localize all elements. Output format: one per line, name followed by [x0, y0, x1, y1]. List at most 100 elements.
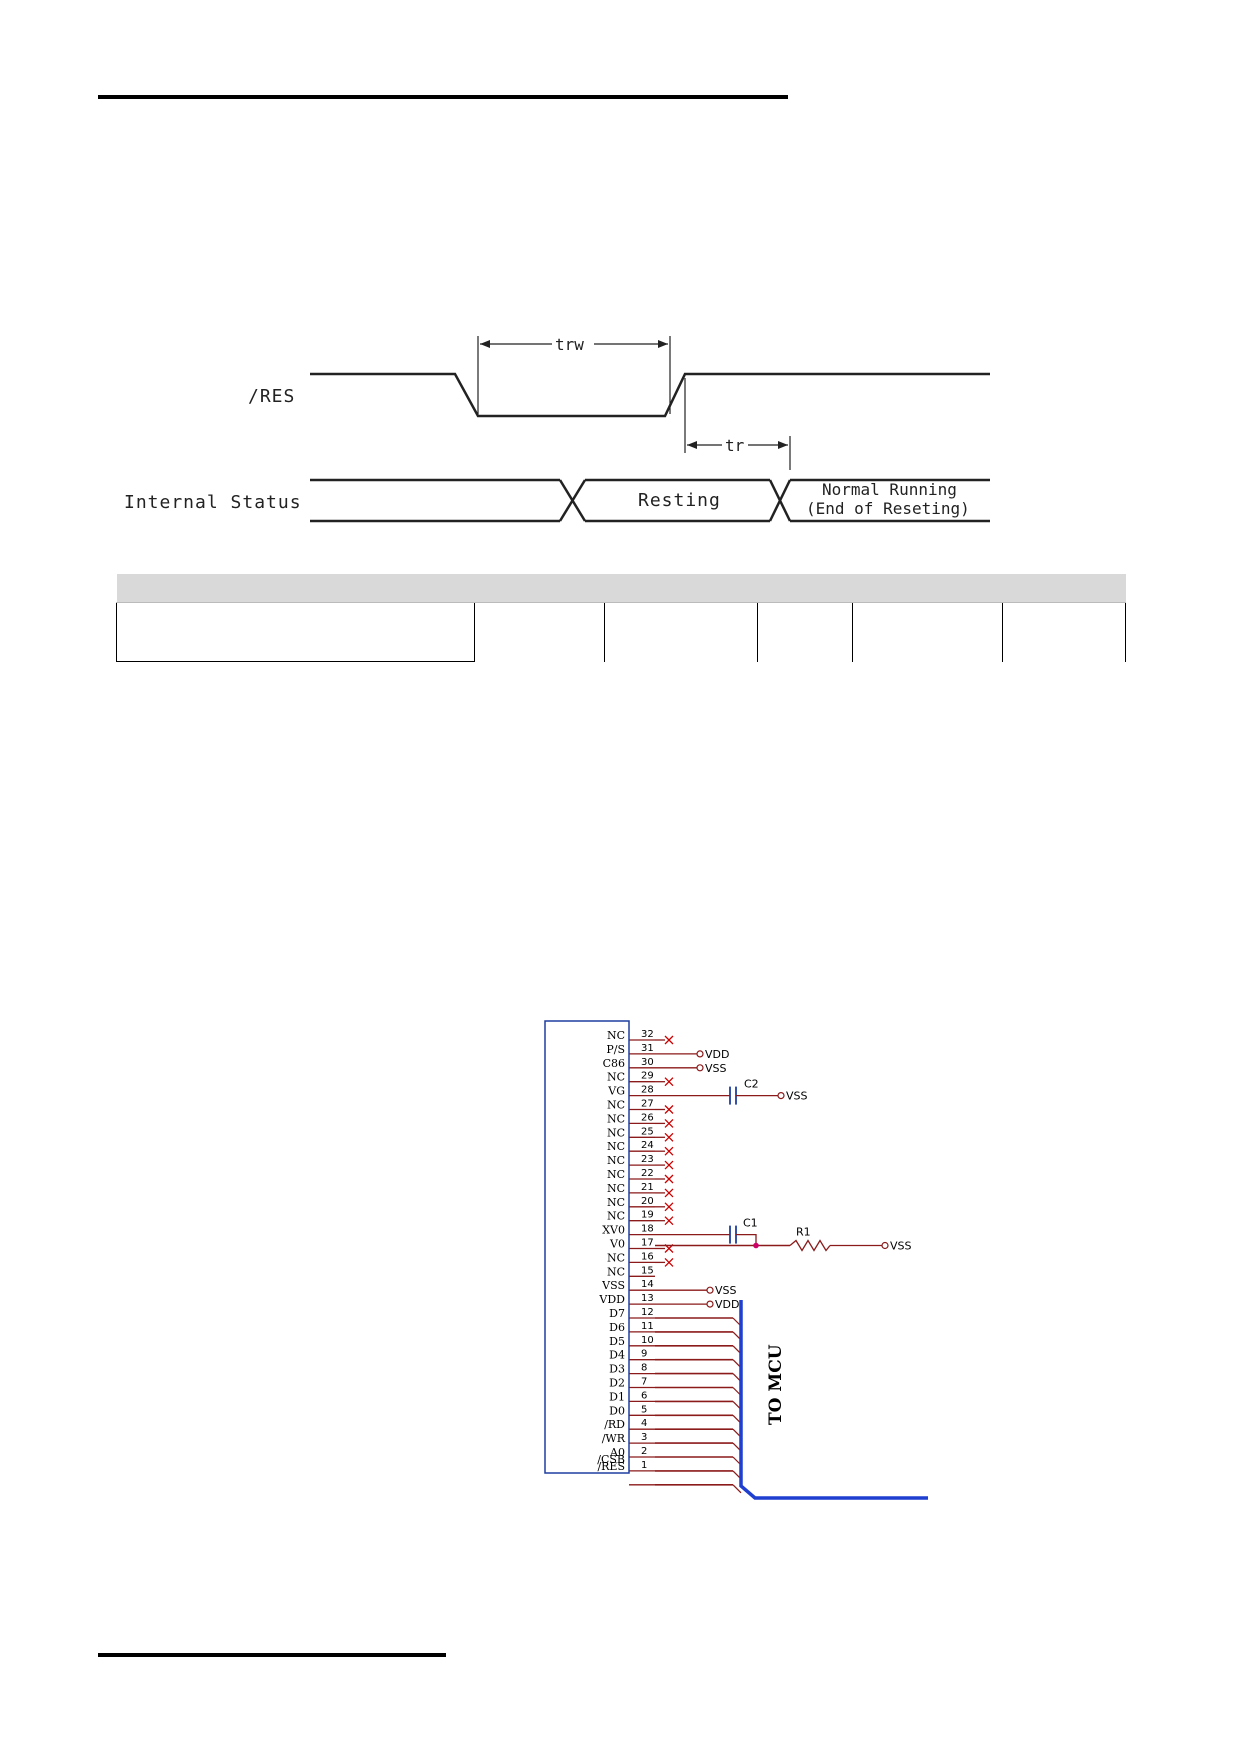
pin-number: 6 [641, 1390, 647, 1401]
pin-name: D1 [609, 1390, 625, 1403]
table-row [116, 602, 1126, 662]
pin-name: VSS [601, 1279, 625, 1292]
to-mcu-label: TO MCU [766, 1344, 786, 1425]
pin-name: NC [607, 1071, 625, 1084]
pin-number: 20 [641, 1196, 654, 1207]
no-connect-mark [664, 1146, 674, 1156]
pin-name: D6 [609, 1321, 625, 1334]
reset-timing-diagram: /RES Internal Status trw tr Resting Norm… [124, 335, 990, 523]
pin-number: 12 [641, 1307, 654, 1318]
table-header-cell [116, 574, 475, 603]
pin-number: 11 [641, 1321, 654, 1332]
pin-number: 22 [641, 1168, 654, 1179]
pin-number: 10 [641, 1335, 654, 1346]
table-header-cell [474, 574, 605, 603]
pin-number: 13 [641, 1293, 654, 1304]
pin-number: 18 [641, 1224, 654, 1235]
no-connect-mark [664, 1105, 674, 1114]
junction-node [753, 1242, 759, 1249]
supply-terminal [706, 1300, 714, 1308]
pin-name: D2 [609, 1377, 625, 1390]
pin-name: VG [607, 1085, 625, 1098]
pin-name: /RES [597, 1460, 625, 1473]
pin-number: 30 [641, 1057, 654, 1068]
pin-name-csb: /CSB [597, 1453, 625, 1466]
pin-number: 5 [641, 1404, 647, 1415]
supply-terminal [706, 1286, 714, 1294]
footer-rule [98, 1653, 446, 1657]
pin-number: 24 [641, 1140, 654, 1151]
no-connect-mark [664, 1160, 674, 1170]
no-connect-mark [664, 1077, 674, 1087]
pin-number: 23 [641, 1154, 654, 1165]
bus-entry [732, 1484, 742, 1494]
no-connect-mark [664, 1035, 674, 1045]
supply-terminal [881, 1241, 889, 1250]
table-cell [852, 602, 1004, 662]
pin-number: 26 [641, 1112, 654, 1123]
lcd-module-box [544, 1020, 630, 1474]
supply-label: VSS [890, 1240, 912, 1253]
no-connect-mark [664, 1257, 674, 1267]
pin-name: V0 [609, 1238, 625, 1251]
supply-terminal [696, 1050, 704, 1058]
pin-number: 3 [641, 1432, 647, 1443]
res-signal-label: /RES [248, 386, 295, 407]
pin-number: 9 [641, 1349, 647, 1360]
supply-label: VDD [705, 1048, 729, 1061]
c1-wire [736, 1233, 757, 1246]
no-connect-mark [664, 1188, 674, 1198]
pin-name: D0 [609, 1404, 625, 1417]
table-cell [474, 602, 606, 662]
supply-terminal [696, 1064, 704, 1072]
table-cell [1002, 602, 1126, 662]
no-connect-mark [664, 1132, 674, 1142]
pin-name: XV0 [602, 1224, 625, 1237]
pin-number: 25 [641, 1126, 654, 1137]
table-header-row [116, 574, 1126, 603]
tr-label: tr [725, 436, 745, 455]
no-connect-mark [664, 1216, 674, 1226]
no-connect-mark [664, 1174, 674, 1184]
pin-name: NC [607, 1182, 625, 1195]
pin-name: VDD [598, 1293, 625, 1306]
reset-timing-table [116, 574, 1126, 662]
pin-name: P/S [606, 1043, 625, 1056]
no-connect-mark [664, 1118, 674, 1128]
supply-label: VSS [786, 1090, 808, 1103]
pin-number: 15 [641, 1265, 654, 1276]
r1-label: R1 [796, 1226, 811, 1239]
internal-status-label: Internal Status [124, 492, 302, 513]
pin-number: 28 [641, 1085, 654, 1096]
pin-number: 14 [641, 1279, 654, 1290]
table-cell [604, 602, 759, 662]
supply-label: VSS [705, 1062, 727, 1075]
pin-number: 7 [641, 1377, 647, 1388]
pin-number: 29 [641, 1071, 654, 1082]
pin-number: 16 [641, 1251, 654, 1262]
pin-name: NC [607, 1029, 625, 1042]
pin-number: 21 [641, 1182, 654, 1193]
r1-resistor [789, 1239, 831, 1252]
pin-name: /WR [602, 1432, 626, 1445]
table-header-cell [852, 574, 1003, 603]
no-connect-mark [664, 1202, 674, 1212]
table-header-cell [1002, 574, 1126, 603]
pin-name: D7 [609, 1307, 625, 1320]
trw-label: trw [555, 335, 584, 354]
resting-state-label: Resting [638, 490, 721, 511]
pin-name: NC [607, 1251, 625, 1264]
table-cell [757, 602, 853, 662]
c2-label: C2 [744, 1078, 759, 1091]
c1-label: C1 [743, 1217, 758, 1230]
pin-name: NC [607, 1140, 625, 1153]
pin-number: 17 [641, 1238, 654, 1249]
pin-name: NC [607, 1112, 625, 1125]
end-of-reset-label: (End of Reseting) [806, 499, 970, 518]
normal-running-label: Normal Running [822, 480, 957, 499]
table-header-cell [604, 574, 758, 603]
pin-number: 27 [641, 1099, 654, 1110]
